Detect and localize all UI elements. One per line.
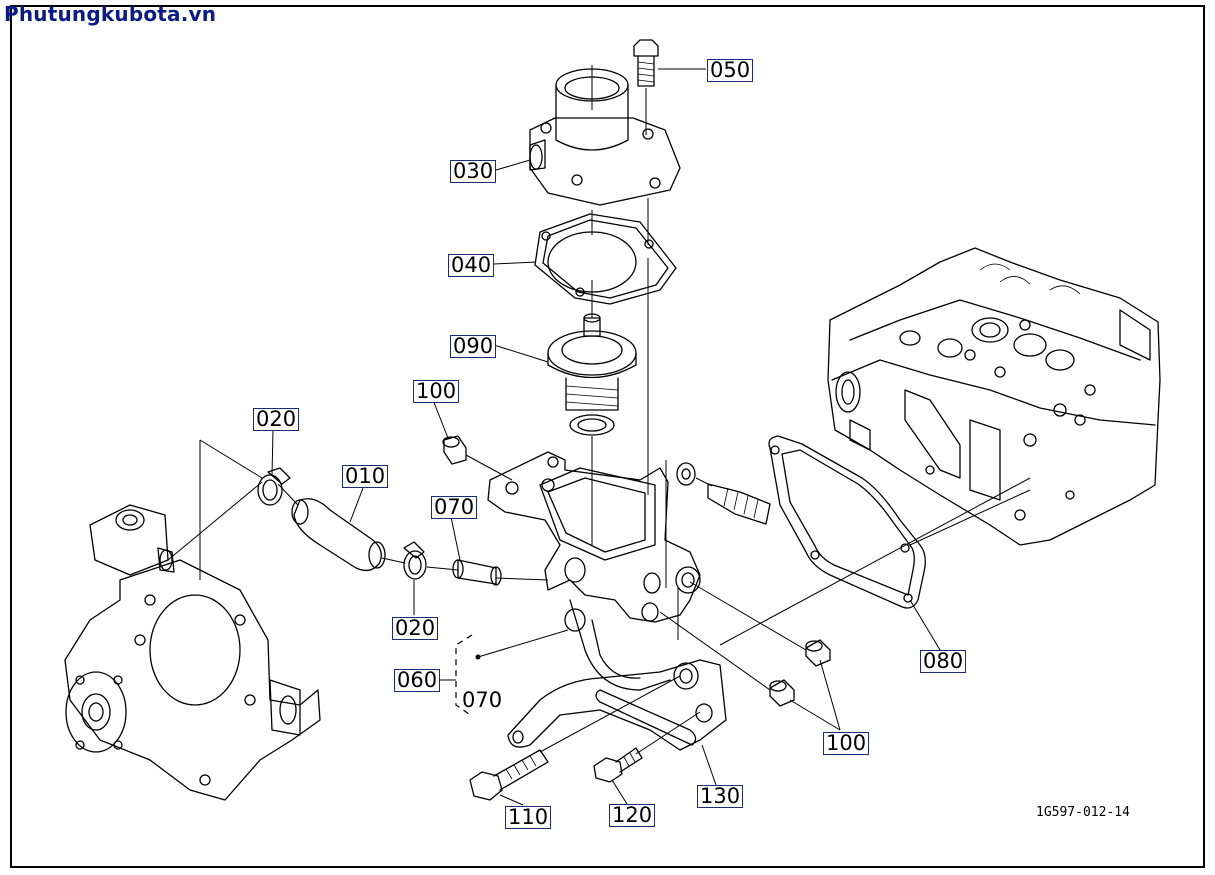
bolt-050-part <box>633 39 659 87</box>
callout-100-top: 100 <box>413 380 460 403</box>
plug-100-right-a-part <box>805 639 831 667</box>
hose-clip-020-bottom-part <box>403 541 427 580</box>
bolt-110-part <box>469 749 549 801</box>
callout-070-group: 070 <box>462 688 503 712</box>
hose-clip-020-top-part <box>257 467 291 506</box>
gasket-040-part <box>534 213 677 305</box>
bolt-120-part <box>593 747 643 783</box>
drawing-frame <box>10 5 1205 868</box>
hose-010-part <box>291 498 386 572</box>
group-060-bracket <box>440 634 481 717</box>
assembly-center-lines <box>167 65 1031 755</box>
callout-060: 060 <box>394 669 441 692</box>
plug-100-top-part <box>442 435 467 465</box>
temperature-sensor-part <box>676 462 771 525</box>
gasket-080-part <box>768 435 926 609</box>
bracket-130-part <box>507 659 727 751</box>
drawing-code: 1G597-012-14 <box>1036 805 1130 820</box>
callout-030: 030 <box>450 160 497 183</box>
callout-110: 110 <box>505 806 552 829</box>
thermostat-housing-part <box>487 451 701 691</box>
plug-100-right-b-part <box>769 679 795 707</box>
callout-020-bottom: 020 <box>392 617 439 640</box>
callout-120: 120 <box>609 804 656 827</box>
callout-020-top: 020 <box>253 408 300 431</box>
callout-050: 050 <box>707 59 754 82</box>
leader-lines <box>199 68 941 806</box>
cylinder-head-part <box>827 247 1161 546</box>
callout-070-top: 070 <box>431 496 478 519</box>
callout-080: 080 <box>920 650 967 673</box>
thermostat-cover-part <box>529 68 681 206</box>
water-pump-part <box>64 504 321 801</box>
thermostat-090-part <box>547 313 637 436</box>
callout-090: 090 <box>450 335 497 358</box>
callout-130: 130 <box>697 785 744 808</box>
site-watermark: Phutungkubota.vn <box>4 2 217 26</box>
callout-010: 010 <box>342 465 389 488</box>
callout-040: 040 <box>448 254 495 277</box>
pipe-070-part <box>452 559 502 586</box>
callout-100-right: 100 <box>823 732 870 755</box>
